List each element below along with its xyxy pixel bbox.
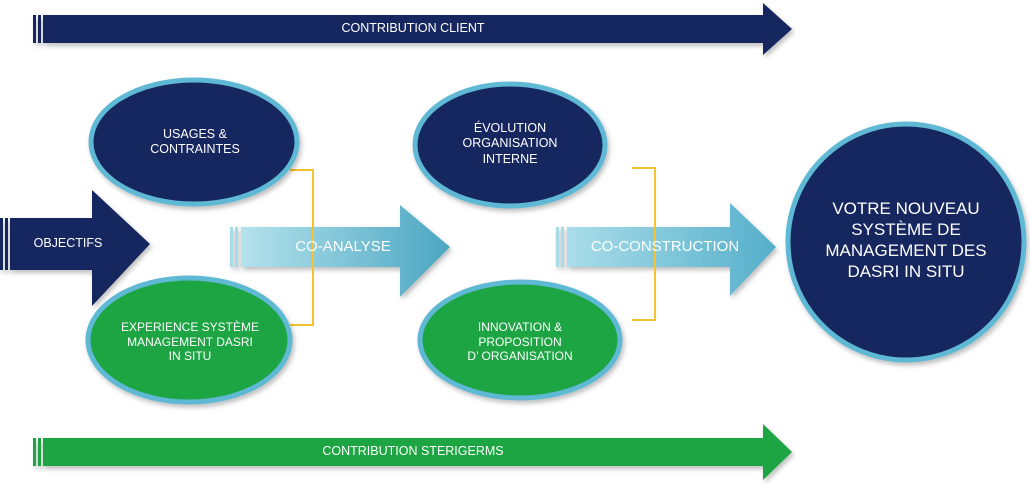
result-circle (785, 121, 1027, 363)
result-line2: SYSTÈME DE (851, 219, 961, 239)
usages-line2: CONTRAINTES (150, 142, 240, 156)
bottom-arrow-label: CONTRIBUTION STERIGERMS (43, 438, 783, 466)
co-analyse-arrow (230, 205, 450, 297)
usages-line1: USAGES & (163, 126, 227, 141)
co-analyse-text: CO-ANALYSE (295, 237, 391, 255)
ellipse-innovation (417, 279, 623, 401)
result-line4: DASRI IN SITU (847, 262, 965, 282)
experience-label: EXPERIENCE SYSTÈME MANAGEMENT DASRI IN S… (95, 310, 285, 374)
bottom-arrow (33, 424, 792, 480)
innovation-label: INNOVATION & PROPOSITION D’ ORGANISATION (440, 310, 600, 374)
co-construction-text: CO-CONSTRUCTION (590, 237, 740, 255)
evolution-line1: ÉVOLUTION (473, 121, 547, 136)
innovation-line2: PROPOSITION (478, 334, 562, 349)
bracket-left (290, 169, 314, 326)
experience-line3: IN SITU (168, 349, 212, 364)
bottom-arrow-text: CONTRIBUTION STERIGERMS (322, 444, 504, 459)
result-line3: MANAGEMENT DES (825, 241, 987, 260)
evolution-line2: ORGANISATION (462, 136, 558, 151)
top-arrow-label: CONTRIBUTION CLIENT (43, 15, 783, 43)
usages-label: USAGES & CONTRAINTES (110, 112, 280, 172)
top-arrow-text: CONTRIBUTION CLIENT (341, 21, 485, 36)
ellipse-experience (85, 275, 293, 405)
evolution-label: ÉVOLUTION ORGANISATION INTERNE (430, 112, 590, 176)
bracket-right (632, 167, 656, 321)
experience-line1: EXPERIENCE SYSTÈME (120, 320, 260, 335)
co-construction-label: CO-CONSTRUCTION (567, 227, 763, 267)
experience-line2: MANAGEMENT DASRI (127, 334, 253, 349)
objectifs-arrow (0, 190, 150, 306)
innovation-line1: INNOVATION & (477, 320, 563, 335)
objectifs-text: OBJECTIFS (33, 236, 103, 251)
ellipse-usages (88, 77, 300, 207)
result-line1: VOTRE NOUVEAU (832, 198, 980, 218)
innovation-line3: D’ ORGANISATION (467, 349, 573, 364)
top-arrow (33, 3, 792, 55)
objectifs-label: OBJECTIFS (14, 218, 122, 270)
co-analyse-label: CO-ANALYSE (243, 227, 443, 267)
co-construction-arrow (556, 203, 776, 296)
evolution-line3: INTERNE (482, 151, 538, 166)
result-label: VOTRE NOUVEAU SYSTÈME DE MANAGEMENT DES … (806, 185, 1006, 295)
ellipse-evolution (412, 81, 608, 209)
